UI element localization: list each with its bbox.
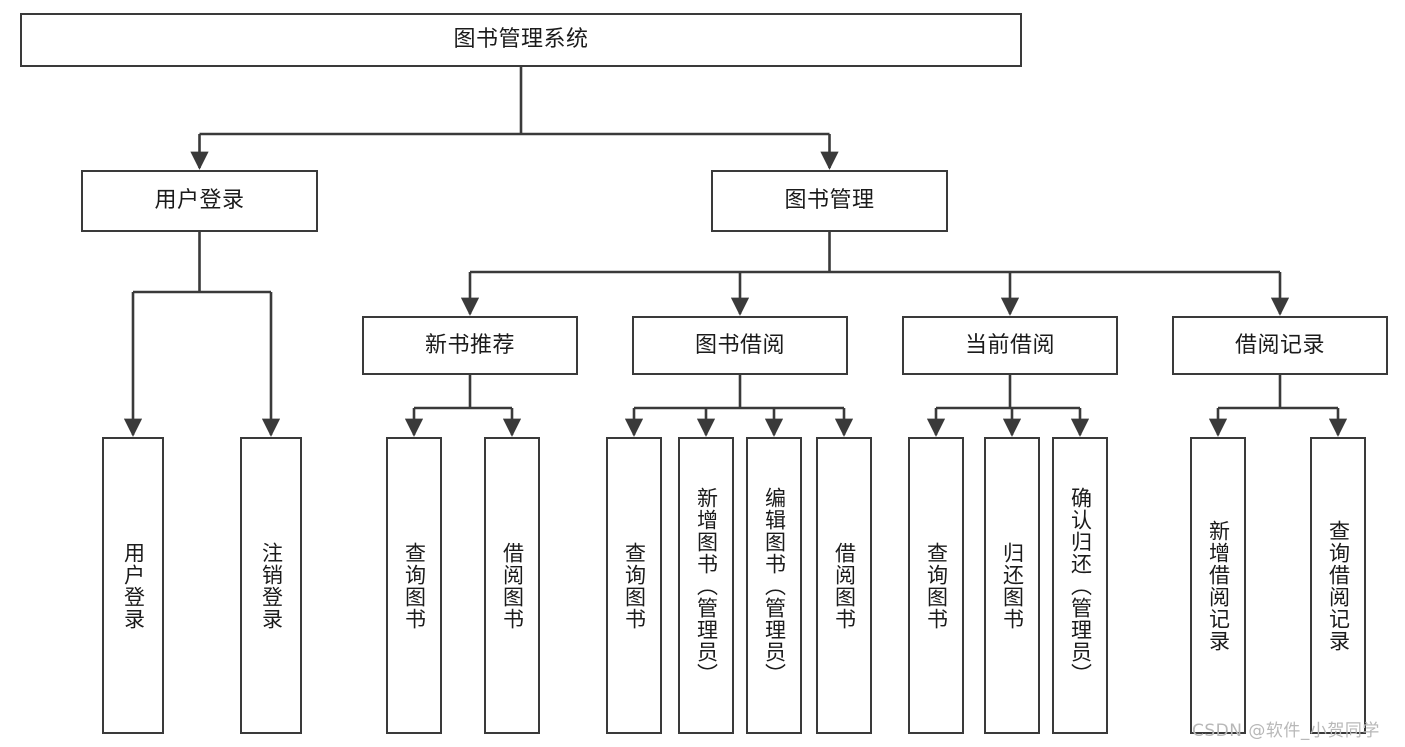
node-borrow-book-2-label: 借阅图书	[832, 541, 857, 630]
node-borrow-book-1[interactable]: 借阅图书	[484, 437, 540, 734]
node-query-book-2[interactable]: 查询图书	[606, 437, 662, 734]
node-book-borrow[interactable]: 图书借阅	[632, 316, 848, 375]
node-query-book-3[interactable]: 查询图书	[908, 437, 964, 734]
node-confirm-return[interactable]: 确认归还（管理员）	[1052, 437, 1108, 734]
node-root[interactable]: 图书管理系统	[20, 13, 1022, 67]
node-add-book[interactable]: 新增图书（管理员）	[678, 437, 734, 734]
node-query-book-2-label: 查询图书	[622, 541, 647, 630]
node-return-book-label: 归还图书	[1000, 541, 1025, 630]
node-new-book-recommend[interactable]: 新书推荐	[362, 316, 578, 375]
node-return-book[interactable]: 归还图书	[984, 437, 1040, 734]
node-add-borrow-record[interactable]: 新增借阅记录	[1190, 437, 1246, 734]
node-current-borrow-label: 当前借阅	[964, 332, 1055, 358]
node-borrow-records-label: 借阅记录	[1234, 332, 1325, 358]
node-edit-book-label: 编辑图书（管理员）	[762, 486, 787, 685]
node-new-book-recommend-label: 新书推荐	[424, 332, 515, 358]
node-user-login-do[interactable]: 用户登录	[102, 437, 164, 734]
node-confirm-return-label: 确认归还（管理员）	[1068, 486, 1093, 685]
node-add-borrow-record-label: 新增借阅记录	[1206, 519, 1231, 652]
node-query-borrow-record-label: 查询借阅记录	[1326, 519, 1351, 652]
node-current-borrow[interactable]: 当前借阅	[902, 316, 1118, 375]
node-root-label: 图书管理系统	[453, 27, 589, 53]
node-user-login-label: 用户登录	[154, 188, 245, 214]
node-book-borrow-label: 图书借阅	[694, 332, 785, 358]
node-book-manage-label: 图书管理	[784, 188, 875, 214]
node-query-borrow-record[interactable]: 查询借阅记录	[1310, 437, 1366, 734]
node-user-login[interactable]: 用户登录	[81, 170, 318, 232]
node-user-logout[interactable]: 注销登录	[240, 437, 302, 734]
node-query-book-1[interactable]: 查询图书	[386, 437, 442, 734]
node-add-book-label: 新增图书（管理员）	[694, 486, 719, 685]
node-user-logout-label: 注销登录	[259, 541, 284, 630]
node-query-book-1-label: 查询图书	[402, 541, 427, 630]
node-edit-book[interactable]: 编辑图书（管理员）	[746, 437, 802, 734]
node-query-book-3-label: 查询图书	[924, 541, 949, 630]
node-borrow-book-1-label: 借阅图书	[500, 541, 525, 630]
node-user-login-do-label: 用户登录	[121, 541, 146, 630]
csdn-watermark: CSDN @软件_小贺同学	[1192, 721, 1380, 741]
node-borrow-records[interactable]: 借阅记录	[1172, 316, 1388, 375]
node-book-manage[interactable]: 图书管理	[711, 170, 948, 232]
node-borrow-book-2[interactable]: 借阅图书	[816, 437, 872, 734]
